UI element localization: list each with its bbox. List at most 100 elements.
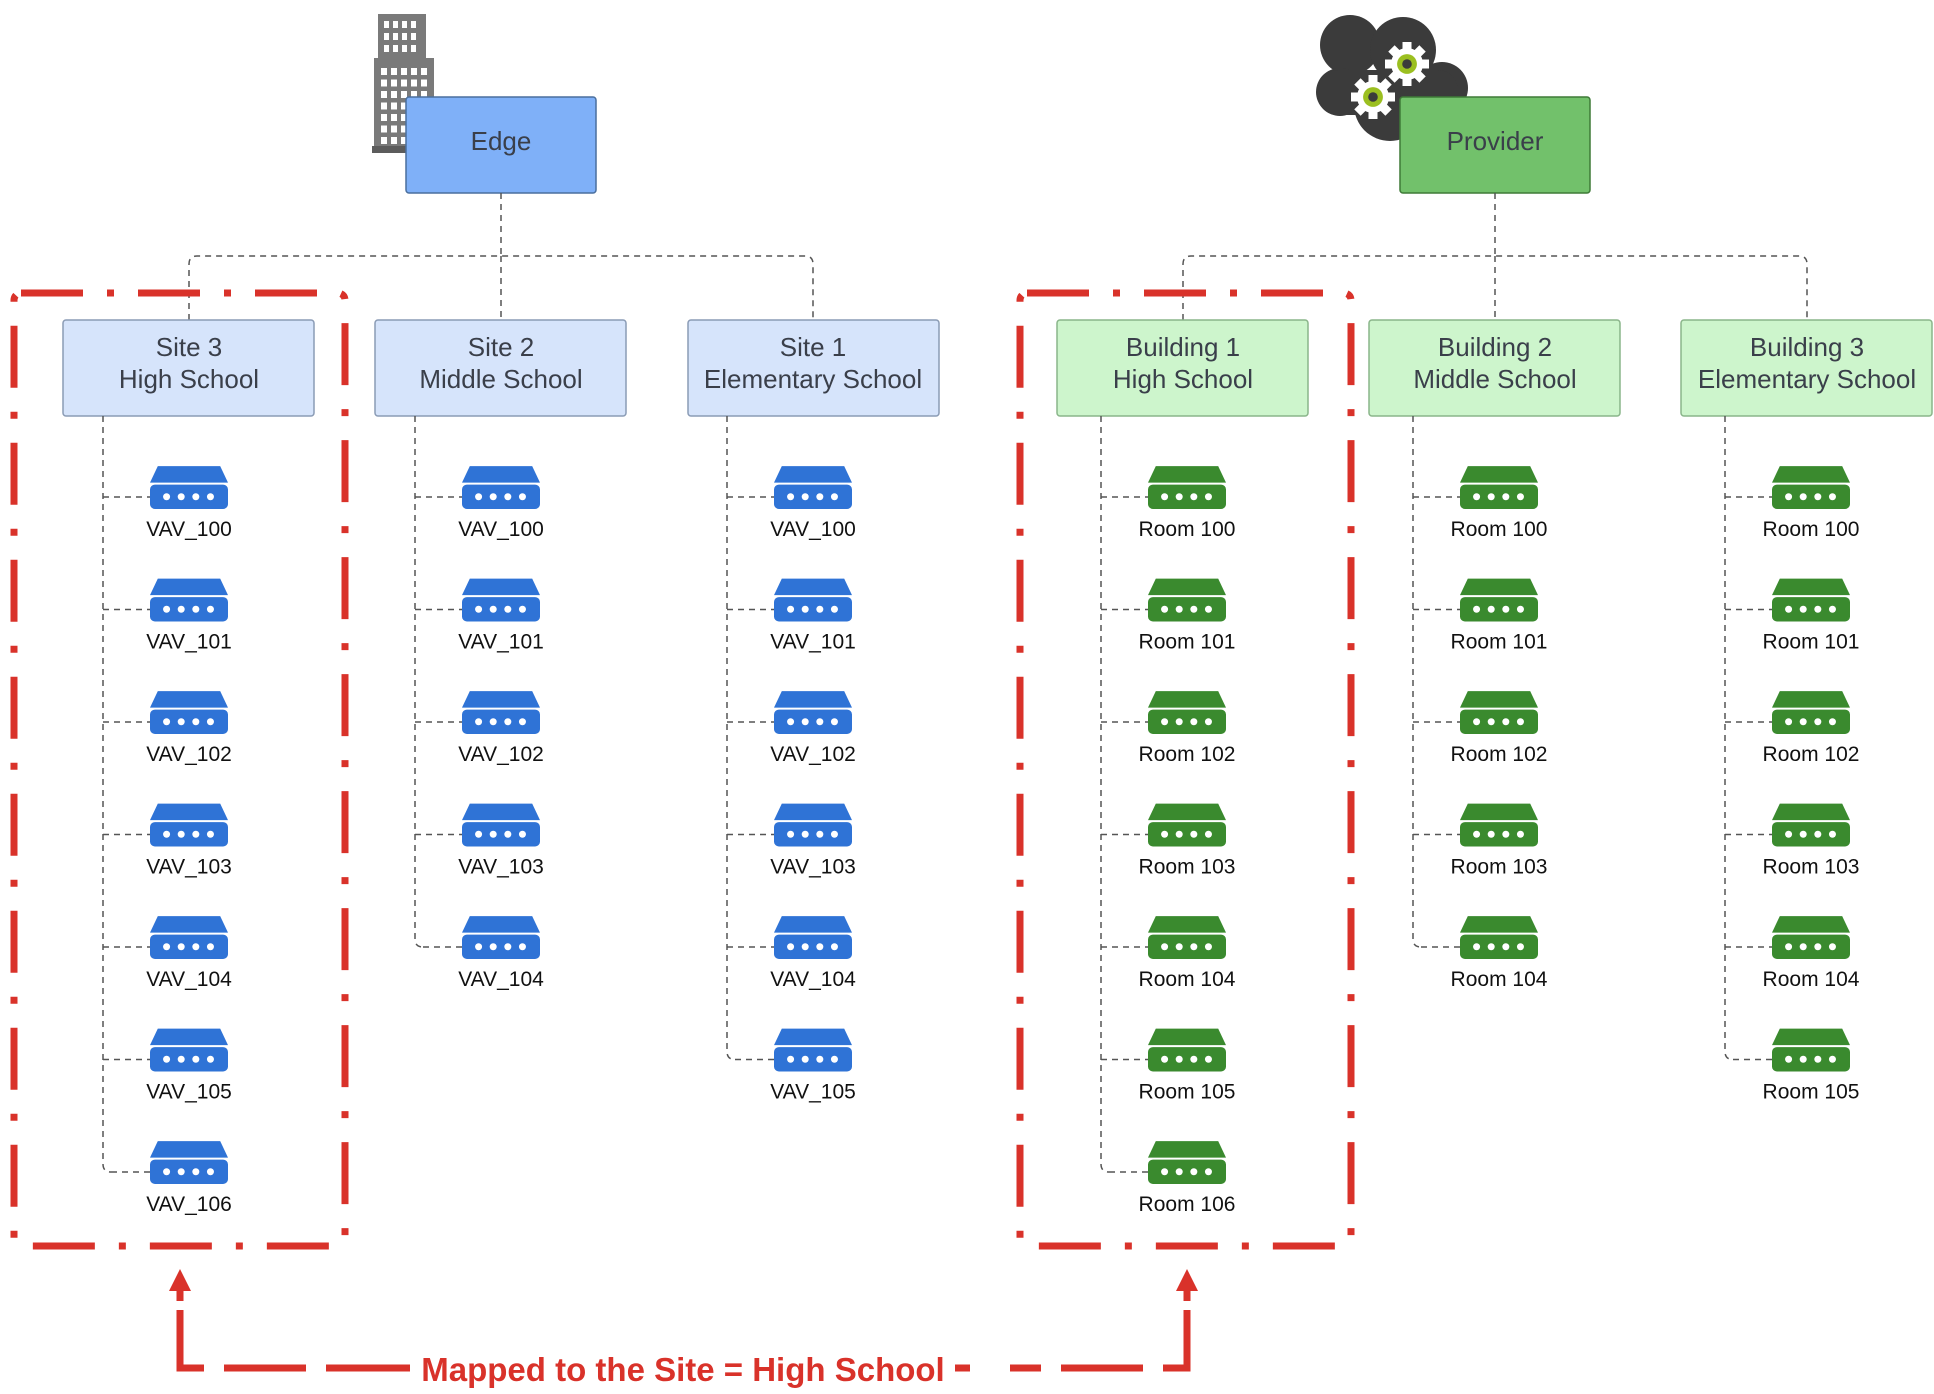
- room-unit-icon: [1460, 578, 1538, 622]
- device-column: VAV_100VAV_101VAV_102VAV_103VAV_104VAV_1…: [726, 416, 856, 1104]
- device-label: VAV_102: [146, 743, 232, 766]
- room-unit-icon: [1460, 916, 1538, 959]
- device-label: VAV_106: [146, 1193, 232, 1216]
- room-device[interactable]: Room 104: [1421, 916, 1548, 991]
- room-device[interactable]: Room 104: [1101, 916, 1236, 991]
- building-name: Building 2: [1438, 332, 1552, 362]
- room-device[interactable]: Room 101: [1101, 578, 1236, 654]
- room-unit-icon: [1148, 691, 1226, 734]
- vav-device[interactable]: VAV_103: [415, 803, 544, 879]
- highlight-frame-edge-high-school: [10, 289, 349, 1250]
- device-trunk-connector: [102, 416, 112, 1173]
- device-label: VAV_101: [146, 631, 232, 654]
- room-unit-icon: [1148, 1028, 1226, 1072]
- mapping-caption: Mapped to the Site = High School: [421, 1351, 944, 1388]
- device-label: Room 105: [1139, 1081, 1236, 1104]
- room-device[interactable]: Room 103: [1725, 803, 1860, 879]
- vav-device[interactable]: VAV_105: [103, 1028, 232, 1104]
- vav-device[interactable]: VAV_102: [727, 691, 856, 766]
- vav-device[interactable]: VAV_106: [111, 1141, 232, 1216]
- room-device[interactable]: Room 105: [1733, 1028, 1860, 1104]
- room-device[interactable]: Room 102: [1725, 691, 1859, 766]
- device-label: Room 101: [1139, 631, 1236, 654]
- site-name: Site 3: [156, 332, 223, 362]
- building-school: High School: [1113, 364, 1253, 394]
- vav-device[interactable]: VAV_103: [727, 803, 856, 879]
- room-device[interactable]: Room 101: [1725, 578, 1859, 654]
- vav-unit-icon: [150, 466, 228, 509]
- device-trunk-connector: [1412, 416, 1422, 948]
- room-device[interactable]: Room 102: [1101, 691, 1235, 766]
- vav-device[interactable]: VAV_104: [103, 916, 232, 991]
- site-node-high-school[interactable]: Site 3 High School: [62, 319, 315, 417]
- vav-device[interactable]: VAV_101: [415, 578, 544, 654]
- site-node-middle-school[interactable]: Site 2 Middle School: [374, 319, 627, 417]
- vav-device[interactable]: VAV_101: [103, 578, 232, 654]
- vav-device[interactable]: VAV_101: [727, 578, 856, 654]
- edge-root-node[interactable]: Edge: [405, 96, 597, 194]
- vav-unit-icon: [150, 578, 228, 622]
- device-columns: VAV_100VAV_101VAV_102VAV_103VAV_104VAV_1…: [102, 416, 1860, 1216]
- vav-device[interactable]: VAV_104: [423, 916, 544, 991]
- room-device[interactable]: Room 100: [1725, 466, 1859, 541]
- provider-root-node[interactable]: Provider: [1399, 96, 1591, 194]
- building-name: Building 3: [1750, 332, 1864, 362]
- device-trunk-connector: [1100, 416, 1110, 1173]
- vav-device[interactable]: VAV_100: [727, 466, 856, 541]
- vav-device[interactable]: VAV_104: [727, 916, 856, 991]
- vav-unit-icon: [774, 916, 852, 959]
- device-label: Room 102: [1139, 743, 1236, 766]
- room-device[interactable]: Room 103: [1413, 803, 1547, 879]
- vav-device[interactable]: VAV_100: [415, 466, 544, 541]
- vav-device[interactable]: VAV_100: [103, 466, 232, 541]
- device-trunk-connector: [1724, 416, 1734, 1061]
- room-device[interactable]: Room 100: [1413, 466, 1547, 541]
- site-school: Elementary School: [704, 364, 922, 394]
- vav-device[interactable]: VAV_102: [415, 691, 544, 766]
- room-unit-icon: [1460, 466, 1538, 509]
- vav-unit-icon: [150, 803, 228, 847]
- site-school: Middle School: [419, 364, 582, 394]
- room-unit-icon: [1772, 1028, 1850, 1072]
- device-label: VAV_105: [770, 1081, 856, 1104]
- room-device[interactable]: Room 102: [1413, 691, 1547, 766]
- vav-device[interactable]: VAV_103: [103, 803, 232, 879]
- room-device[interactable]: Room 106: [1109, 1141, 1235, 1216]
- device-label: Room 100: [1451, 518, 1548, 541]
- building-node-middle-school[interactable]: Building 2 Middle School: [1368, 319, 1621, 417]
- device-label: Room 102: [1763, 743, 1860, 766]
- room-device[interactable]: Room 103: [1101, 803, 1235, 879]
- vav-device[interactable]: VAV_105: [735, 1028, 856, 1104]
- device-label: Room 106: [1139, 1193, 1236, 1216]
- room-unit-icon: [1772, 916, 1850, 959]
- building-node-elementary-school[interactable]: Building 3 Elementary School: [1680, 319, 1933, 417]
- device-label: VAV_100: [146, 518, 232, 541]
- device-label: VAV_103: [146, 856, 232, 879]
- vav-unit-icon: [462, 916, 540, 959]
- device-label: Room 103: [1763, 856, 1860, 879]
- device-label: VAV_102: [458, 743, 544, 766]
- room-device[interactable]: Room 101: [1413, 578, 1547, 654]
- device-label: Room 105: [1763, 1081, 1860, 1104]
- room-unit-icon: [1772, 803, 1850, 847]
- device-trunk-connector: [726, 416, 736, 1061]
- device-label: Room 102: [1451, 743, 1548, 766]
- device-trunk-connector: [414, 416, 424, 948]
- room-unit-icon: [1772, 691, 1850, 734]
- vav-unit-icon: [150, 691, 228, 734]
- building-node-high-school[interactable]: Building 1 High School: [1056, 319, 1309, 417]
- site-node-elementary-school[interactable]: Site 1 Elementary School: [687, 319, 940, 417]
- room-device[interactable]: Room 100: [1101, 466, 1235, 541]
- room-device[interactable]: Room 104: [1725, 916, 1860, 991]
- device-column: VAV_100VAV_101VAV_102VAV_103VAV_104VAV_1…: [102, 416, 232, 1216]
- device-label: VAV_102: [770, 743, 856, 766]
- device-label: VAV_101: [770, 631, 856, 654]
- room-device[interactable]: Room 105: [1101, 1028, 1236, 1104]
- room-unit-icon: [1772, 578, 1850, 622]
- vav-device[interactable]: VAV_102: [103, 691, 232, 766]
- room-unit-icon: [1772, 466, 1850, 509]
